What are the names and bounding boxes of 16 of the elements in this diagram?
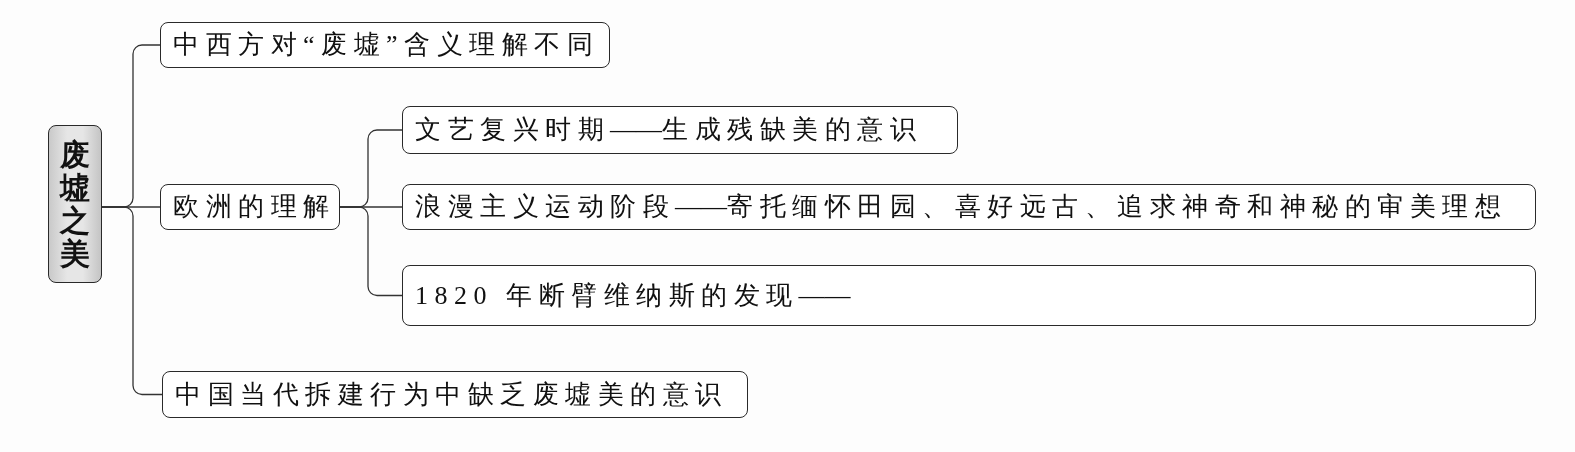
node-text: 浪漫主义运动阶段——寄托缅怀田园、喜好远古、追求神奇和神秘的审美理想 (414, 191, 1507, 223)
fill-in-box (402, 265, 1536, 326)
connector-line (339, 206, 403, 297)
node-text: 1820 年断臂维纳斯的发现—— (414, 279, 851, 312)
node-text: 中国当代拆建行为中缺乏废墟美的意识 (174, 378, 728, 411)
connector-line (101, 206, 163, 396)
topic-box (48, 125, 102, 283)
branch-box (160, 184, 340, 230)
node-text: 中西方对“废墟”含义理解不同 (172, 29, 600, 61)
branch-box (162, 371, 748, 418)
branch-box (402, 184, 1536, 230)
node-text: 欧洲的理解 (172, 191, 336, 223)
branch-box (160, 22, 610, 68)
node-text: 文艺复兴时期——生成残缺美的意识 (414, 114, 922, 146)
node-text: 废墟之美 (60, 138, 90, 270)
branch-box (402, 106, 958, 154)
